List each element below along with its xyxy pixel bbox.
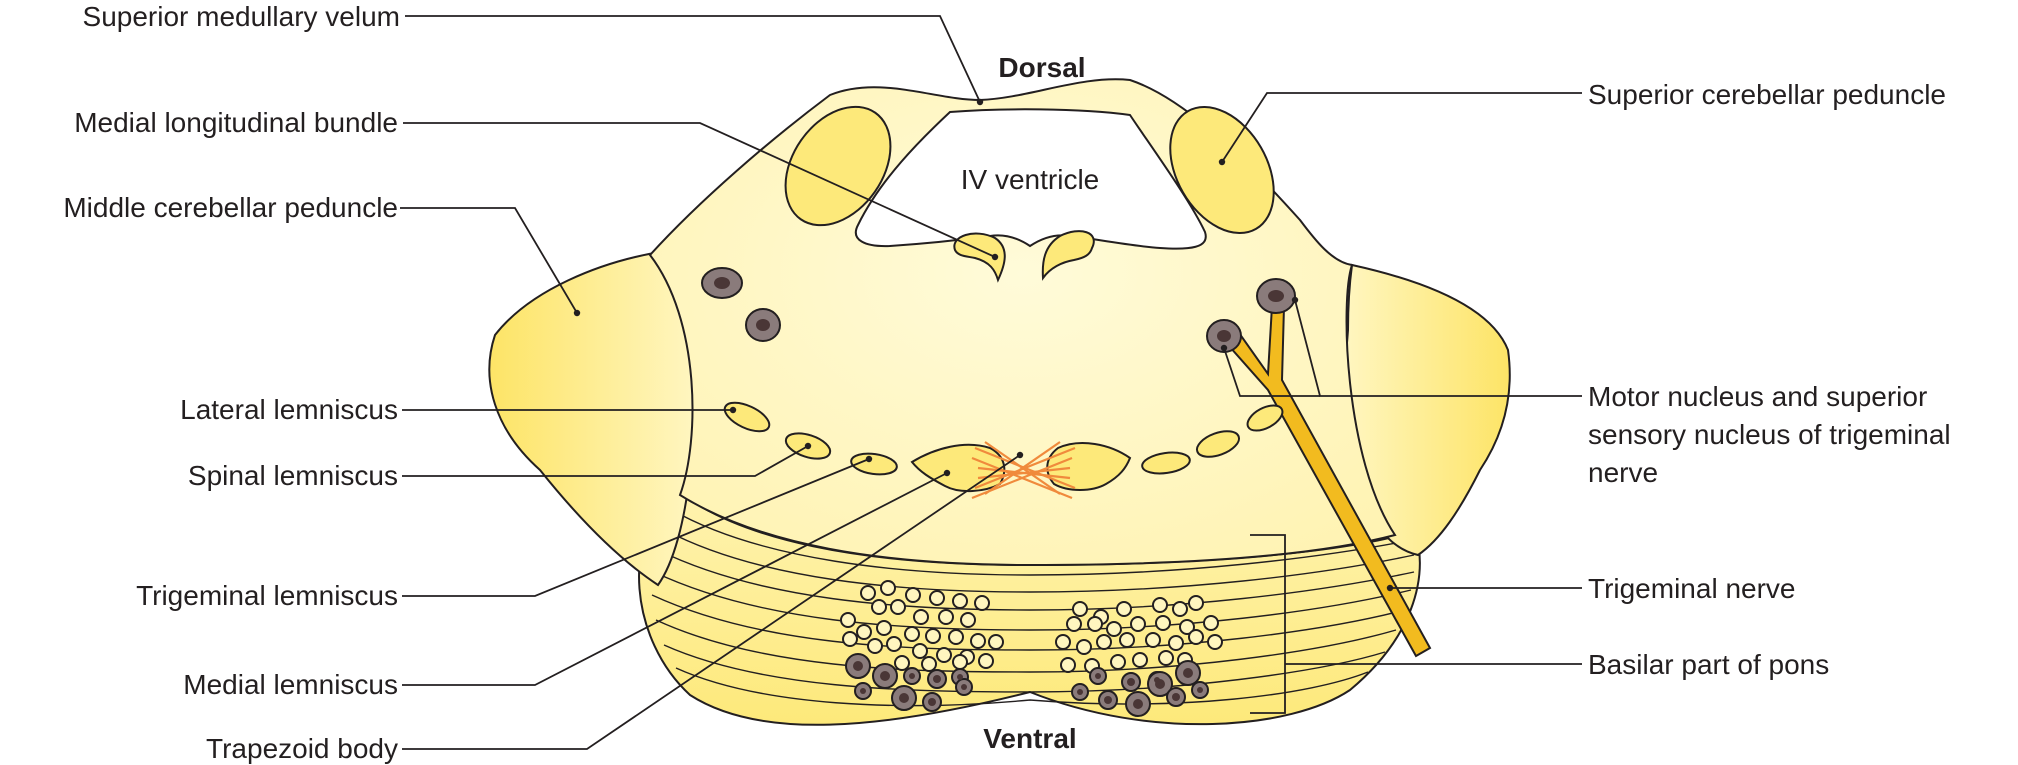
trigeminal-lemniscus-label: Trigeminal lemniscus	[136, 580, 398, 611]
trigeminal-lemniscus	[850, 452, 898, 476]
spinal-lemniscus-label: Spinal lemniscus	[188, 460, 398, 491]
trigeminal-nerve	[1220, 305, 1432, 658]
ventral-label: Ventral	[983, 723, 1076, 754]
medial-lemniscus-label: Medial lemniscus	[183, 669, 398, 700]
leader-lines	[400, 15, 1582, 750]
trapezoid-body	[971, 441, 1076, 500]
right-superior-cerebellar-peduncle	[1169, 105, 1275, 235]
motor-nucleus-label-line-1: Motor nucleus and superior	[1588, 381, 1927, 412]
ventricle-label: IV ventricle	[961, 164, 1100, 195]
trigeminal-motor-sensory-nuclei	[1206, 278, 1296, 353]
dorsal-label: Dorsal	[998, 52, 1085, 83]
trapezoid-body-label: Trapezoid body	[206, 733, 398, 764]
trigeminal-nerve-label: Trigeminal nerve	[1588, 573, 1795, 604]
medial-longitudinal-bundle-label: Medial longitudinal bundle	[74, 107, 398, 138]
right-medial-longitudinal-bundle	[1041, 230, 1095, 281]
left-nuclei	[701, 267, 781, 342]
superior-medullary-velum-label: Superior medullary velum	[83, 1, 400, 32]
left-superior-cerebellar-peduncle	[784, 105, 892, 227]
lateral-lemniscus-label: Lateral lemniscus	[180, 394, 398, 425]
leader-dots	[573, 98, 1394, 592]
middle-cerebellar-peduncle-label: Middle cerebellar peduncle	[63, 192, 398, 223]
motor-nucleus-label-line-2: sensory nucleus of trigeminal	[1588, 419, 1951, 450]
pontine-nuclei	[845, 653, 1209, 717]
basilar-part-label: Basilar part of pons	[1588, 649, 1829, 680]
right-middle-cerebellar-peduncle	[1344, 263, 1511, 557]
left-middle-cerebellar-peduncle	[488, 250, 695, 587]
motor-nucleus-label-line-3: nerve	[1588, 457, 1658, 488]
superior-cerebellar-peduncle-label: Superior cerebellar peduncle	[1588, 79, 1946, 110]
